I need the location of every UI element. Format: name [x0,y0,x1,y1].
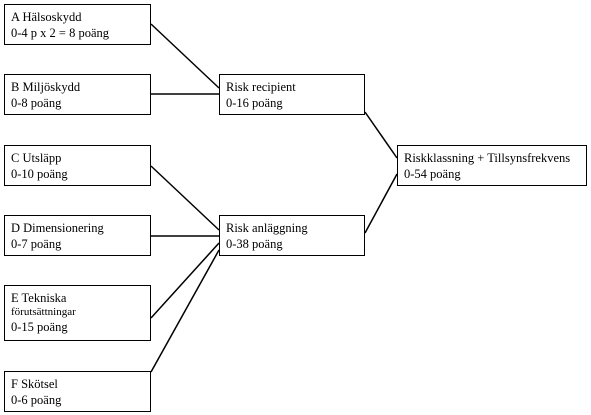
box-d-dimensionering: D Dimensionering 0-7 poäng [4,215,151,256]
box-a-points: 0-4 p x 2 = 8 poäng [11,26,110,40]
box-c-points: 0-10 poäng [11,167,68,181]
box-f-title: F Skötsel [11,377,58,391]
risk-recipient-title: Risk recipient [226,80,296,94]
box-a-halsoskydd: A Hälsoskydd 0-4 p x 2 = 8 poäng [4,4,151,45]
box-b-points: 0-8 poäng [11,96,62,110]
box-risk-recipient: Risk recipient 0-16 poäng [219,74,365,115]
box-b-title: B Miljöskydd [11,80,81,94]
risk-anlaggning-points: 0-38 poäng [226,237,283,251]
box-e-points: 0-15 poäng [11,320,68,334]
box-a-title: A Hälsoskydd [11,10,82,24]
box-d-points: 0-7 poäng [11,237,62,251]
box-e-title-line1: E Tekniska [11,291,67,305]
connector-c-to-risk_anlaggning [150,165,220,231]
riskklassning-title: Riskklassning + Tillsynsfrekvens [404,151,571,165]
box-b-miljoskydd: B Miljöskydd 0-8 poäng [4,74,151,115]
box-f-points: 0-6 poäng [11,393,62,407]
connector-f-to-risk_anlaggning [150,249,220,373]
box-c-title: C Utsläpp [11,151,62,165]
box-e-title-line2: förutsättningar [11,306,76,318]
box-riskklassning: Riskklassning + Tillsynsfrekvens 0-54 po… [397,145,587,186]
box-d-title: D Dimensionering [11,221,104,235]
box-e-tekniska-forutsattningar: E Tekniska förutsättningar 0-15 poäng [4,285,151,341]
connector-risk_anlaggning-to-riskklassning [364,173,398,234]
box-risk-anlaggning: Risk anläggning 0-38 poäng [219,215,365,256]
connector-a-to-risk_recipient [150,23,220,89]
connector-risk_recipient-to-riskklassning [364,111,398,159]
riskklassning-points: 0-54 poäng [404,167,461,181]
connector-e-to-risk_anlaggning [150,242,220,319]
box-f-skotsel: F Skötsel 0-6 poäng [4,371,151,412]
box-c-utslapp: C Utsläpp 0-10 poäng [4,145,151,186]
risk-recipient-points: 0-16 poäng [226,96,283,110]
risk-anlaggning-title: Risk anläggning [226,221,308,235]
